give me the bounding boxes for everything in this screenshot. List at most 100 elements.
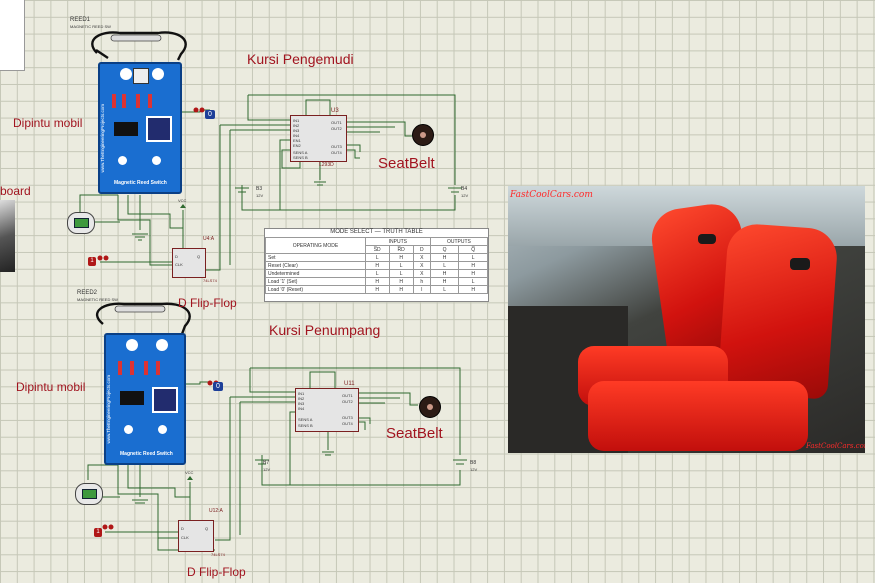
pin-label: IN1	[293, 118, 300, 123]
label-dff-2: D Flip-Flop	[187, 565, 246, 579]
pin-label: Q	[205, 526, 209, 531]
ldr-sensor-2[interactable]	[75, 483, 103, 505]
cell: h	[412, 277, 431, 286]
pin-label: CLK	[181, 535, 189, 540]
table-row: Set L H X H L	[265, 253, 488, 262]
chip-type: 74LS74	[203, 278, 217, 283]
chip-ref-u4a: U4:A	[203, 236, 215, 242]
reed-switch-board-2[interactable]: www.TheEngineeringProjects.com Magnetic …	[104, 333, 186, 465]
title-kursi-pengemudi: Kursi Pengemudi	[247, 51, 354, 67]
vcc-label: VCC	[185, 470, 194, 475]
resistor-icon	[148, 94, 152, 108]
cell: X	[412, 269, 431, 278]
cell: H	[388, 253, 414, 262]
reed-switch-board-1[interactable]: www.TheEngineeringProjects.com Magnetic …	[98, 62, 182, 194]
table-row: Reset (Clear) H L X L H	[265, 261, 488, 270]
cell: H	[388, 277, 414, 286]
reed2-label: REED2	[77, 290, 98, 296]
logic-state-input-2[interactable]: 1	[94, 528, 102, 537]
seatbelt-motor-2[interactable]	[419, 396, 441, 418]
table-row: Load '1' (Set) H H h H L	[265, 277, 488, 286]
label-board-partial: board	[0, 184, 31, 198]
l293d-chip-u11[interactable]: U11 IN1 IN2 IN3 IN4 SENS A SENS B OUT1 O…	[295, 381, 359, 432]
table-row: Load '0' (Reset) H H l L H	[265, 285, 488, 294]
cell: X	[412, 261, 431, 270]
header-mode: OPERATING MODE	[265, 237, 366, 254]
mount-hole-icon	[120, 68, 132, 80]
row-mode: Reset (Clear)	[265, 261, 366, 270]
pin-label: SENS A	[298, 417, 313, 422]
reed1-sublabel: MAGNETIC REED SW	[70, 24, 111, 29]
pin-label: OUT4	[331, 150, 342, 155]
cell: H	[364, 285, 390, 294]
cell: L	[458, 277, 488, 286]
chip-ref-u12a: U12:A	[209, 508, 223, 514]
cell: H	[388, 285, 414, 294]
cell: X	[412, 253, 431, 262]
cell: L	[429, 261, 460, 270]
resistor-icon	[118, 361, 122, 375]
cell: H	[429, 277, 460, 286]
pin-label: IN1	[298, 391, 305, 396]
pin-label: OUT2	[342, 399, 353, 404]
cell: L	[364, 253, 390, 262]
cell: L	[388, 261, 414, 270]
pin-label: OUT2	[331, 126, 342, 131]
cell: L	[364, 269, 390, 278]
logic-probe-output-1[interactable]: 0	[205, 110, 215, 119]
resistor-icon	[122, 94, 126, 108]
pin-label: IN3	[298, 401, 305, 406]
label-seatbelt-1: SeatBelt	[378, 155, 435, 172]
logic-probe-output-2[interactable]: 0	[213, 382, 223, 391]
photo-watermark-1: FastCoolCars.com	[510, 190, 593, 200]
potentiometer-icon	[146, 116, 172, 142]
resistor-icon	[130, 361, 134, 375]
mount-hole-icon	[124, 425, 133, 434]
battery-b4-v: 12V	[461, 193, 469, 198]
vcc-label: VCC	[178, 198, 187, 203]
mount-hole-icon	[152, 68, 164, 80]
battery-b8: B8	[470, 460, 477, 466]
col-qbar: Q̅	[458, 245, 488, 254]
table-row: Undetermined L L X H H	[265, 269, 488, 278]
pin-label: Q	[197, 254, 201, 259]
seatbelt-motor-1[interactable]	[412, 124, 434, 146]
l293d-chip-u3[interactable]: U3 L293D IN1 IN2 IN3 IN4 EN1 EN2 SENS A …	[290, 108, 347, 168]
cell: L	[458, 253, 488, 262]
mount-hole-icon	[158, 425, 167, 434]
logic-state-input-1[interactable]: 1	[88, 257, 96, 266]
dff-chip-u4a[interactable]: U4:A D CLK Q 74LS74	[172, 236, 217, 283]
resistor-icon	[144, 361, 148, 375]
pin-label: SENS B	[293, 155, 308, 160]
reed1-label: REED1	[70, 17, 91, 23]
ic-chip-icon	[114, 122, 138, 136]
pin-label: IN3	[293, 128, 300, 133]
cell: l	[412, 285, 431, 294]
label-dipintu-mobil-2: Dipintu mobil	[16, 380, 86, 394]
cell: H	[458, 269, 488, 278]
partial-window	[0, 0, 25, 71]
label-dipintu-mobil-1: Dipintu mobil	[13, 116, 83, 130]
cell: H	[458, 285, 488, 294]
row-mode: Load '0' (Reset)	[265, 285, 366, 294]
dff-chip-u12a[interactable]: U12:A D CLK Q 74LS74	[178, 508, 225, 557]
board-caption: Magnetic Reed Switch	[114, 180, 167, 186]
pin-label: CLK	[175, 262, 183, 267]
photo-watermark-2: FastCoolCars.com	[806, 442, 865, 450]
ldr-sensor-1[interactable]	[67, 212, 95, 234]
col-q: Q	[429, 245, 460, 254]
mount-hole-icon	[126, 339, 138, 351]
car-seat-photo: FastCoolCars.com FastCoolCars.com	[508, 186, 865, 453]
headrest-slot	[698, 234, 716, 244]
pin-label: OUT3	[331, 144, 342, 149]
mount-hole-icon	[156, 339, 168, 351]
pin-label: D	[175, 254, 178, 259]
chip-ref-u11: U11	[344, 381, 355, 387]
board-vertical-text: www.TheEngineeringProjects.com	[106, 375, 111, 444]
truth-table-title: MODE SELECT — TRUTH TABLE	[330, 229, 423, 235]
pin-label: SENS B	[298, 423, 313, 428]
pin-label: IN4	[293, 133, 300, 138]
cell: H	[364, 261, 390, 270]
pin-label: IN2	[298, 396, 305, 401]
pin-label: D	[181, 526, 184, 531]
